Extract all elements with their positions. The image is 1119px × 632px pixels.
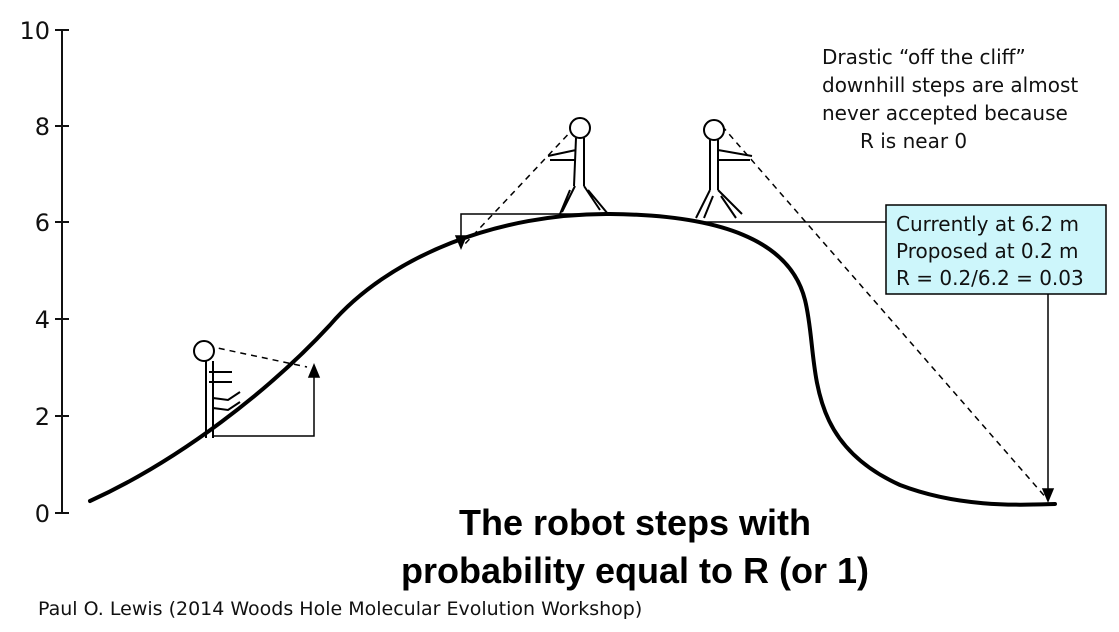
- tick-label-8: 8: [35, 113, 50, 141]
- credit-line: Paul O. Lewis (2014 Woods Hole Molecular…: [38, 598, 643, 620]
- tick-label-10: 10: [19, 17, 50, 45]
- robot-figure-uphill: [193, 340, 241, 438]
- annotation-line-3: never accepted because: [822, 101, 1068, 125]
- y-axis-tick-labels: 0 2 4 6 8 10: [19, 17, 50, 528]
- info-box-current: Currently at 6.2 m: [896, 212, 1079, 236]
- downhill-step-left: [454, 126, 612, 250]
- hill-curve: [88, 211, 1057, 507]
- tick-label-2: 2: [35, 403, 50, 431]
- tick-label-4: 4: [35, 306, 50, 334]
- annotation-line-1: Drastic “off the cliff”: [822, 45, 1026, 69]
- cliff-step: [705, 125, 1055, 503]
- cliff-annotation: Drastic “off the cliff” downhill steps a…: [822, 45, 1078, 153]
- info-box-ratio: R = 0.2/6.2 = 0.03: [896, 266, 1084, 290]
- tick-label-0: 0: [35, 500, 50, 528]
- robot-figure-top: [547, 117, 609, 215]
- annotation-line-2: downhill steps are almost: [822, 73, 1078, 97]
- robot-figure-cliff: [695, 119, 753, 219]
- tick-label-6: 6: [35, 209, 50, 237]
- headline-line-2: probability equal to R (or 1): [400, 550, 870, 591]
- annotation-line-4: R is near 0: [860, 129, 967, 153]
- y-axis: [55, 29, 69, 514]
- info-box-background: [885, 204, 1107, 295]
- headline-line-1: The robot steps with: [458, 502, 811, 543]
- info-box: Currently at 6.2 m Proposed at 0.2 m R =…: [885, 204, 1107, 295]
- info-box-proposed: Proposed at 0.2 m: [896, 239, 1079, 263]
- uphill-step: [207, 345, 321, 437]
